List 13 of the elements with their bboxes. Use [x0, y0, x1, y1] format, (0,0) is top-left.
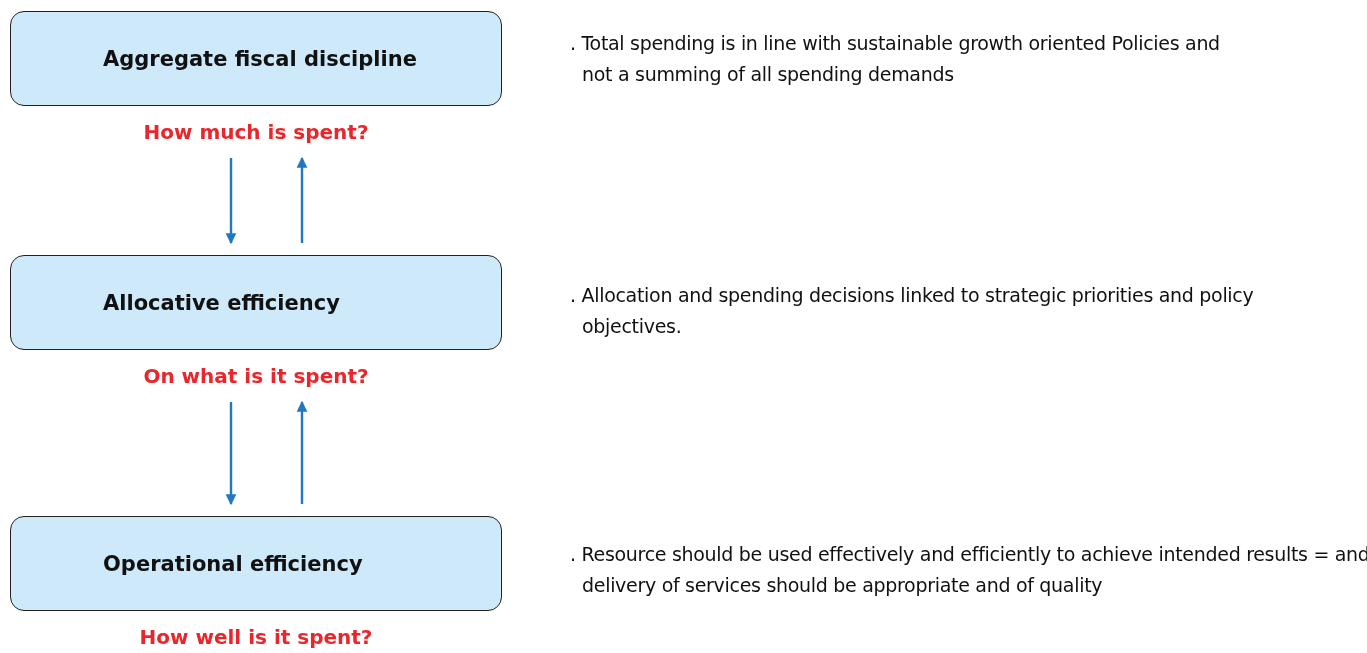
question-caption: How well is it spent? [138, 625, 374, 649]
process-box: Allocative efficiency [10, 255, 502, 350]
process-box: Aggregate fiscal discipline [10, 11, 502, 106]
description-text: . Total spending is in line with sustainable growth oriented Policies and not a summing of all spending demands [570, 31, 1221, 87]
question-caption: On what is it spent? [142, 364, 370, 388]
arrow [296, 400, 308, 504]
arrow [296, 156, 308, 243]
process-box: Operational efficiency [10, 516, 502, 611]
description-text: . Allocation and spending decisions linked to strategic priorities and policy objectives. [570, 283, 1255, 339]
question-caption: How much is spent? [142, 120, 370, 144]
description-text: . Resource should be used effectively and efficiently to achieve intended results = and delivery of services should be appropriate and of quality [570, 542, 1367, 598]
arrow [225, 158, 237, 245]
arrow [225, 402, 237, 506]
